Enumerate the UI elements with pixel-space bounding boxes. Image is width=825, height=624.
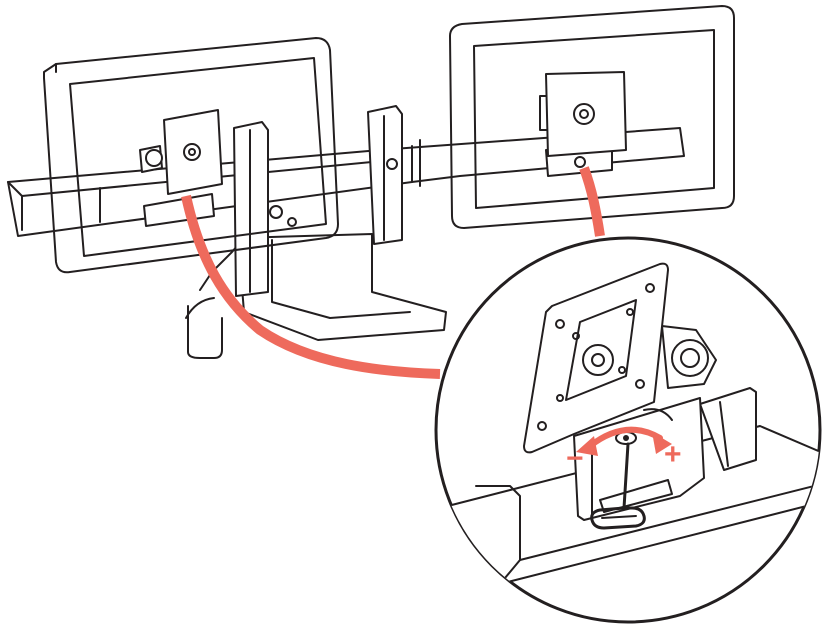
detail-magnifier: − +	[434, 236, 822, 624]
left-monitor	[43, 37, 339, 274]
center-stand	[237, 233, 447, 341]
rotation-arrow-icon	[576, 426, 672, 456]
right-monitor	[449, 5, 735, 229]
minus-label: −	[566, 442, 584, 475]
callout-connectors	[181, 166, 605, 379]
hex-key-icon	[590, 442, 646, 530]
left-vesa-mount	[139, 109, 223, 227]
plus-label: +	[664, 438, 682, 471]
vertical-riser-posts	[233, 105, 403, 297]
right-vesa-mount	[539, 71, 627, 177]
